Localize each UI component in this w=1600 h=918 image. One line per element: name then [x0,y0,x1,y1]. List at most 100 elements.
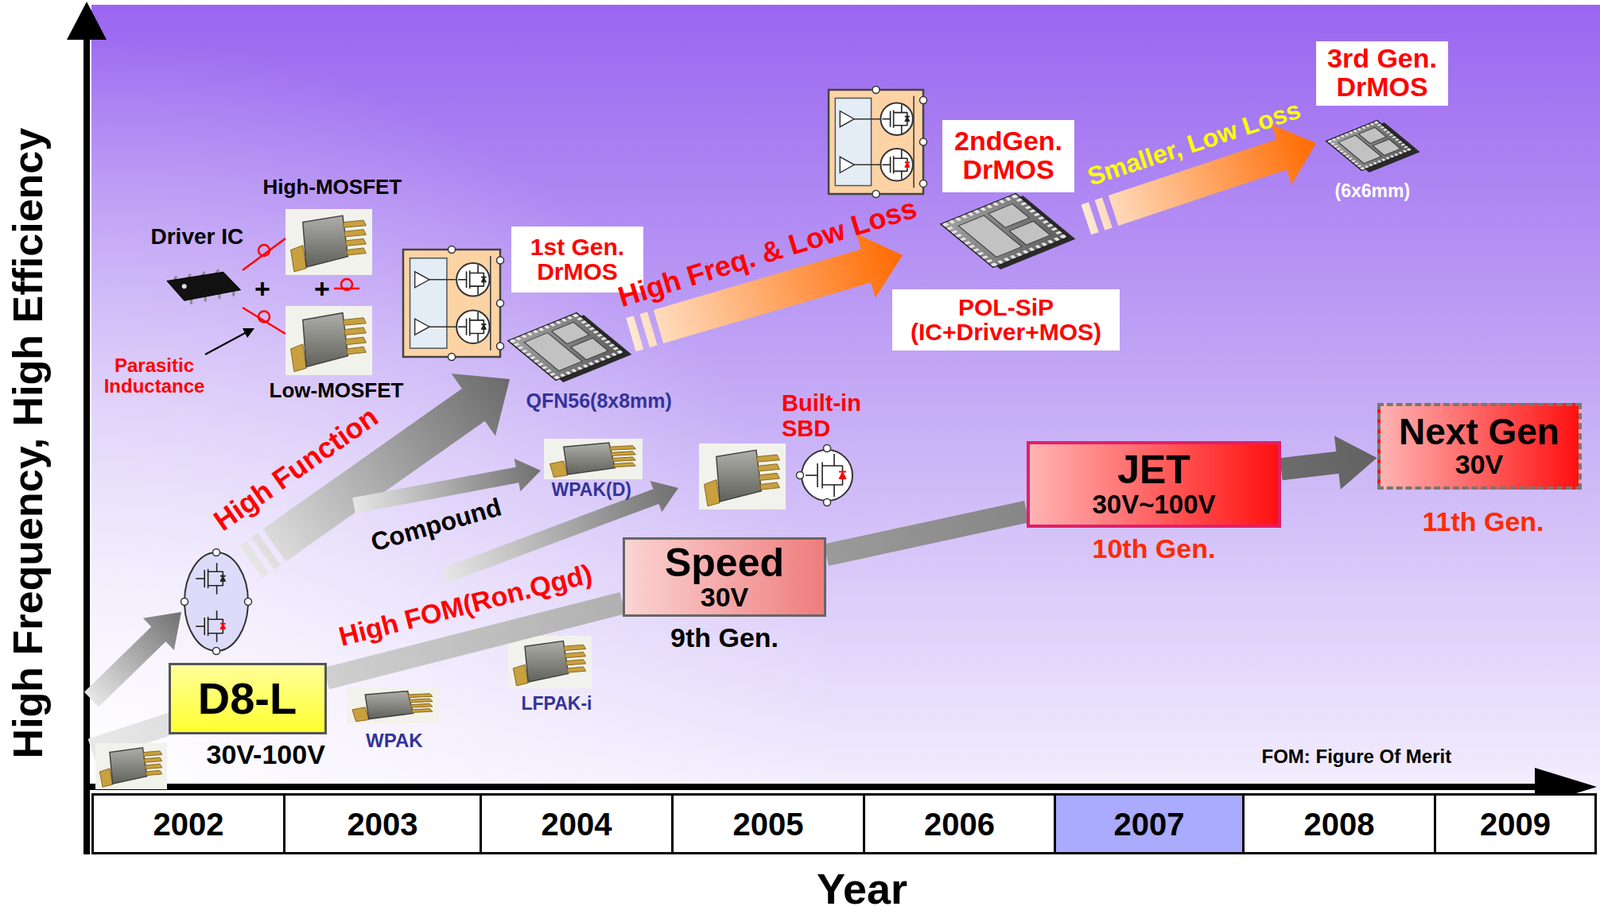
feature-label: Built-in SBD [781,391,886,443]
wire [429,279,459,281]
chip-pin [967,212,975,217]
chip-pin [1040,242,1048,247]
driver-symbol [415,271,430,288]
parasitic-inductor [333,279,360,291]
chip-pin [1357,164,1363,167]
chip-backdrop [285,306,373,376]
diode-symbol [220,576,226,583]
voltage-label: 30V-100V [206,740,326,770]
chip-pin [513,342,521,346]
year-cell: 2005 [671,793,866,855]
driver-block [834,97,871,186]
chip-pin [942,222,949,227]
chip-body [1326,120,1414,171]
part-label: Driver IC [151,225,245,250]
arrow-body [84,612,182,707]
chip-pin [600,337,607,341]
product-box: JET30V~100V [1026,441,1282,529]
chip-pin [997,260,1004,265]
chip-lead [409,699,433,703]
wire [489,256,492,351]
chip-pin [1335,136,1340,140]
chip-pin [1046,223,1053,228]
chip-pin [982,255,989,260]
drain-lead [469,264,478,273]
chip-pad [1009,221,1050,245]
wire [912,96,915,188]
terminal [448,353,456,362]
generation-caption: 2ndGen. DrMOS [942,120,1075,193]
chip-pad [1358,127,1387,144]
mosfet-package [285,306,373,376]
chip-tab [352,707,369,723]
plus-sign: + [254,274,271,304]
chip-pin [1330,142,1336,145]
mosfet-package [95,743,167,790]
diode-bar [904,161,910,164]
chip-pin [554,376,560,380]
box-title: POL-SiP (IC+Driver+MOS) [898,295,1114,346]
chip-pin [1344,133,1349,136]
chip-pin [986,259,993,264]
chip-pad [551,322,590,344]
source-lead [469,286,478,295]
chip-pin [1377,124,1383,127]
chip-pin [515,337,521,341]
chip-pin [545,369,552,373]
chip-pin [980,207,987,212]
generation-label: 10th Gen. [1092,534,1216,564]
chip-lead [343,220,366,228]
gate-lead [195,625,205,628]
chip-pin [549,372,556,377]
chip-pin [1394,153,1399,156]
terminal [872,86,880,94]
chip-pin [1359,166,1365,170]
year-cell: 2008 [1242,793,1437,855]
symbol-outline [184,552,249,652]
chip-backdrop [95,743,167,790]
driver-block [410,258,447,349]
year-cell: 2003 [283,793,482,855]
chip-pin [1398,151,1402,155]
chip-pin [1016,198,1023,203]
plot-background [91,4,1600,792]
chip-pin [561,318,567,323]
package-name: WPAK [365,730,424,752]
wire [429,326,459,328]
chip-pin [1406,147,1411,151]
chip-dot [182,283,187,289]
chip-pin [537,362,544,366]
chip-lead [411,709,432,714]
parasitic-inductor [242,238,286,271]
box-title: Next Gen [1398,412,1560,451]
chip-lead [143,751,162,757]
box-subtitle: 30V [1455,450,1504,480]
chip-pin [617,350,623,354]
chip-pin [942,222,949,227]
chip-pin [584,323,591,327]
chip-lead [612,457,636,463]
chip-pin [1029,209,1036,214]
chip-pin [968,244,975,249]
chip-pin [1377,160,1382,164]
chip-pin [538,327,544,331]
chip-pin [588,361,595,366]
chip-lead [411,703,433,708]
chip-backdrop [346,687,439,724]
terminal [823,445,832,453]
diode-bar [220,623,226,626]
year-cell: 2004 [479,793,674,855]
source-lead [893,170,902,179]
terminal [448,246,456,254]
leader-arrow [205,328,255,355]
chip-pin [990,262,998,267]
chip-pin [1336,147,1342,151]
chip-pin [1373,162,1378,165]
chip-pin [1033,213,1041,218]
chip-pin [1011,194,1018,199]
y-axis-line [83,35,90,855]
drain-lead [469,312,478,321]
chip-pin [604,340,611,344]
chip-pin [553,376,560,380]
connector-line [1281,462,1342,470]
